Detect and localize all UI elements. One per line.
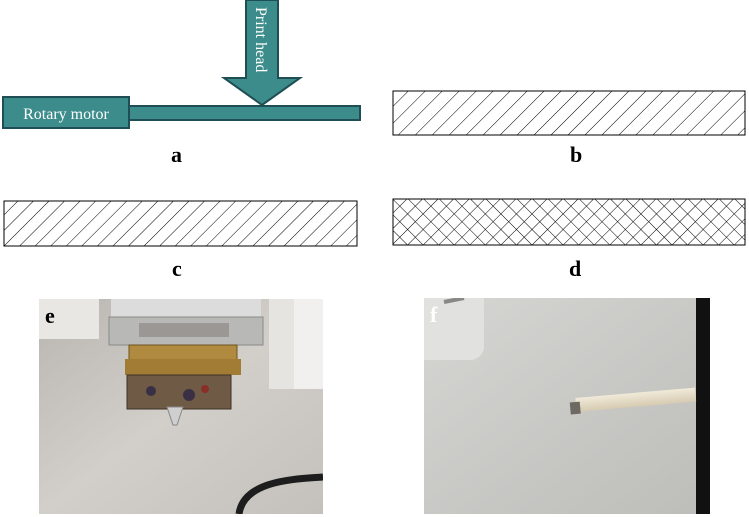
print-head-arrow xyxy=(220,0,304,107)
hatched-strip xyxy=(3,200,358,247)
panel-b-caption: b xyxy=(570,142,583,167)
panel-e-caption: e xyxy=(45,303,55,328)
panel-e-photo: e xyxy=(39,299,323,514)
rotary-motor-box xyxy=(2,96,130,129)
panel-d-diagram xyxy=(392,198,746,246)
panel-c-diagram xyxy=(3,200,358,247)
cross-hatched-strip xyxy=(392,198,746,246)
panel-c-caption: c xyxy=(172,256,182,281)
panel-f-caption: f xyxy=(430,302,438,327)
panel-f-photo: f xyxy=(424,298,710,514)
hatched-strip xyxy=(392,90,746,136)
print-head-label: Print head xyxy=(252,7,269,72)
rotary-motor-label: Rotary motor xyxy=(23,106,109,123)
panel-d-caption: d xyxy=(569,256,582,281)
print-head-photo-illustration xyxy=(39,299,323,514)
panel-a-schematic: Rotary motor Print head xyxy=(2,0,361,129)
rotary-shaft xyxy=(127,105,361,121)
panel-a-caption: a xyxy=(171,142,182,167)
panel-b-diagram xyxy=(392,90,746,136)
printed-rod-photo-illustration xyxy=(424,298,710,514)
